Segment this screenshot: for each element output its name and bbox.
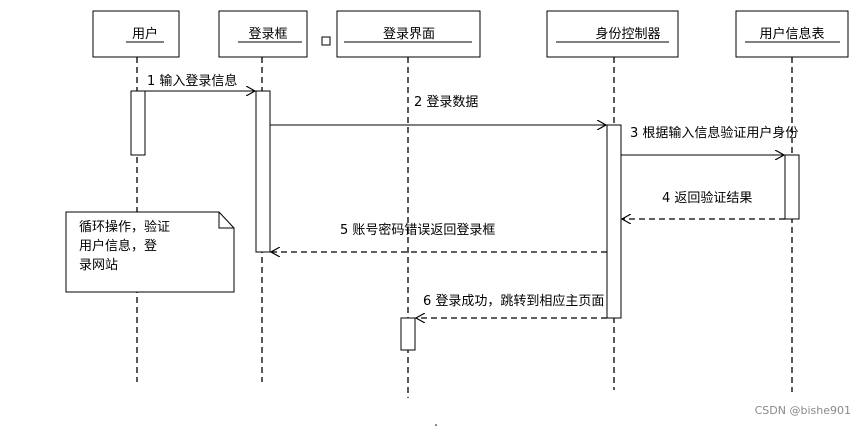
participant-user-table: 用户信息表 <box>735 10 849 58</box>
participant-login-box: 登录框 <box>218 10 308 58</box>
participant-user-table-label: 用户信息表 <box>759 26 824 42</box>
collapse-icon <box>321 36 331 46</box>
participant-user: 用户 <box>92 10 180 58</box>
message-label-6: 6 登录成功，跳转到相应主页面 <box>423 293 604 309</box>
message-label-1: 1 输入登录信息 <box>147 73 237 89</box>
activation-login-ui <box>400 317 416 351</box>
message-label-3: 3 根据输入信息验证用户身份 <box>630 125 798 141</box>
participant-auth-controller: 身份控制器 <box>546 10 679 58</box>
participant-user-label: 用户 <box>132 26 158 42</box>
message-label-4: 4 返回验证结果 <box>662 190 752 206</box>
participant-login-box-label: 登录框 <box>248 27 287 42</box>
loop-note-text: 循环操作，验证 用户信息，登 录网站 <box>79 220 171 273</box>
participant-login-ui-label: 登录界面 <box>383 27 435 42</box>
watermark: CSDN @bishe901 <box>754 404 851 417</box>
message-label-2: 2 登录数据 <box>414 95 478 110</box>
message-label-5: 5 账号密码错误返回登录框 <box>340 222 495 238</box>
loop-note <box>65 211 235 293</box>
activation-login-box <box>255 90 271 253</box>
stray-dot <box>435 424 437 426</box>
participant-auth-controller-label: 身份控制器 <box>595 26 660 42</box>
activation-auth-controller <box>606 124 622 319</box>
activation-user-table <box>784 154 800 220</box>
participant-login-ui: 登录界面 <box>321 10 481 58</box>
activation-user <box>130 90 146 156</box>
